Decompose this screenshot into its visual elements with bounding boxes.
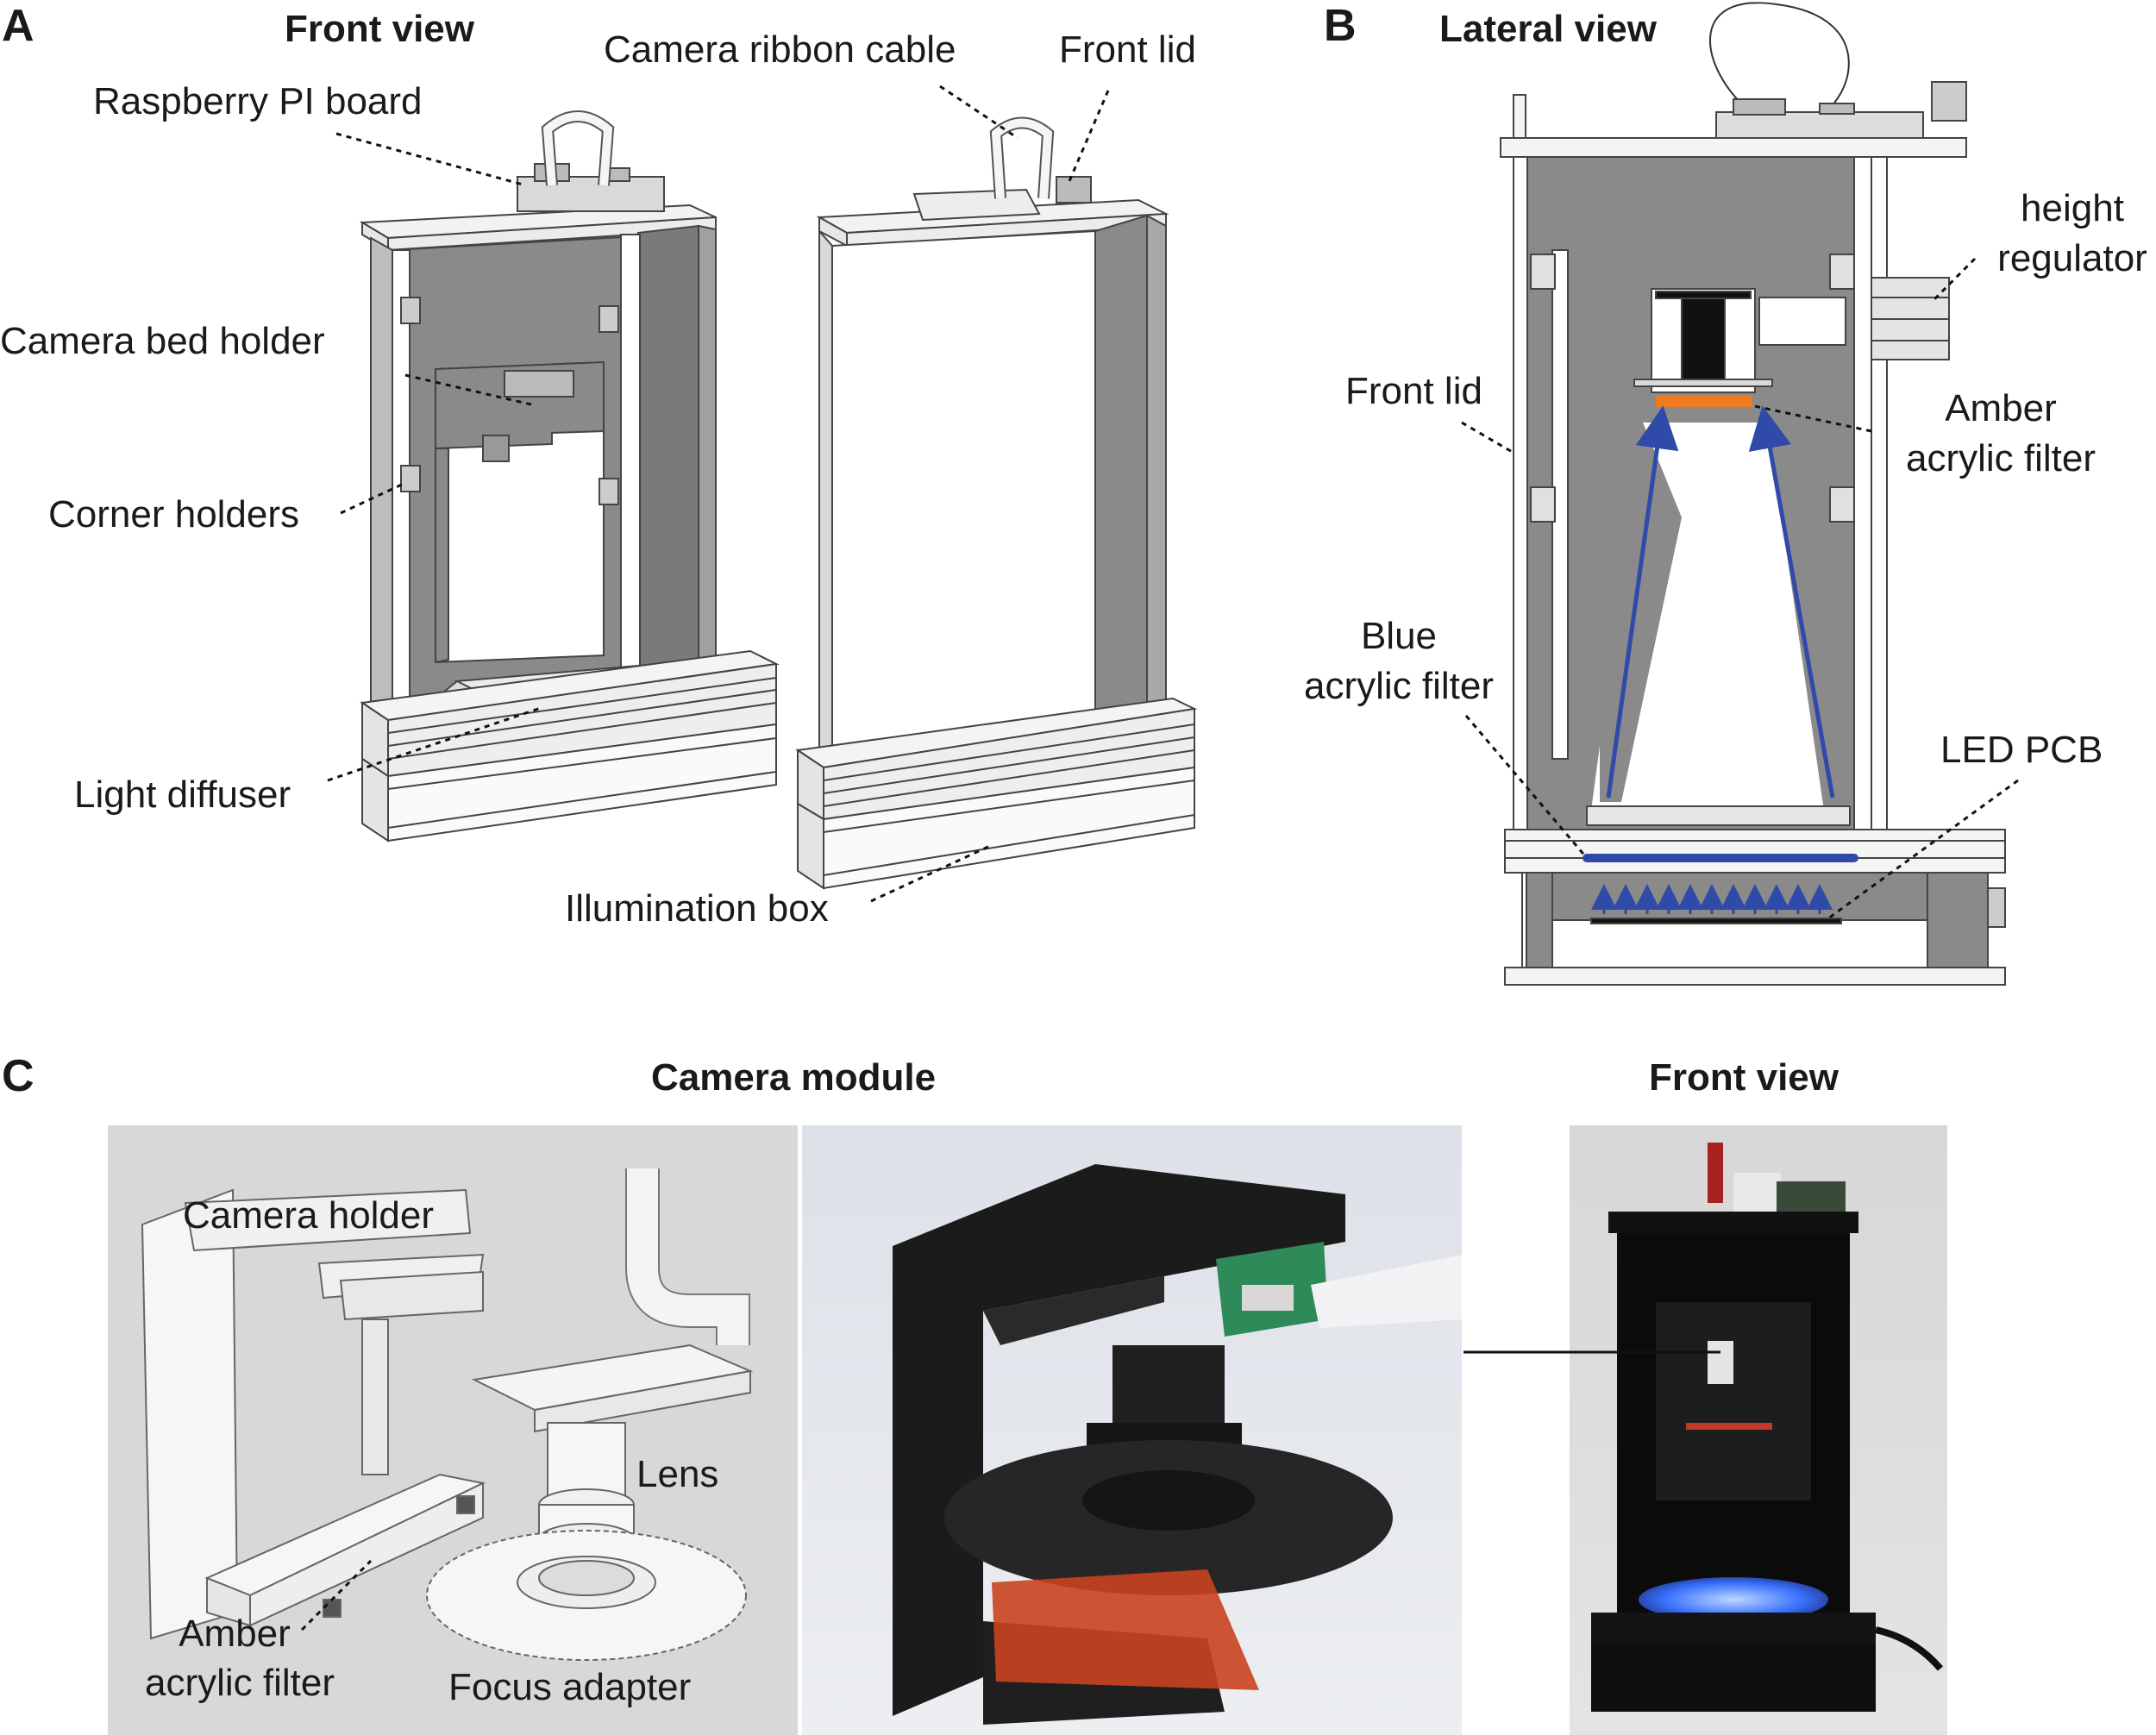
front-view-photo [1591, 1143, 1944, 1712]
lateral-view-drawing [1500, 2, 2006, 986]
camera-module-photo [893, 1164, 1462, 1725]
label-illumination-box: Illumination box [565, 887, 829, 930]
panel-label-b: B [1324, 1, 1357, 51]
label-raspberry-pi: Raspberry PI board [93, 80, 423, 122]
label-camera-bed-holder: Camera bed holder [0, 320, 325, 362]
label-amber-c: Amber [179, 1613, 291, 1655]
panel-label-a: A [2, 1, 34, 51]
heading-front-view-c: Front view [1648, 1056, 1839, 1099]
label-amber-b: Amber [1945, 387, 2057, 429]
box-closed-drawing [795, 116, 1198, 890]
leader-lines-b [1461, 257, 2019, 920]
label-front-lid-a: Front lid [1059, 28, 1196, 71]
label-focus-adapter: Focus adapter [448, 1666, 692, 1708]
camera-holder-drawing [141, 1188, 486, 1640]
label-front-lid-b: Front lid [1345, 370, 1482, 412]
label-height: height [2021, 187, 2124, 229]
box-open-drawing [359, 110, 780, 842]
heading-lateral-view: Lateral view [1439, 8, 1657, 50]
led-arrows [1591, 884, 1833, 914]
label-acrylic-filter-blue: acrylic filter [1303, 665, 1495, 707]
light-rays [1606, 405, 1835, 799]
leader-lines-a [327, 85, 1110, 903]
label-ribbon-cable: Camera ribbon cable [604, 28, 956, 71]
heading-front-view-a: Front view [284, 8, 475, 50]
panel-label-c: C [2, 1051, 34, 1101]
heading-camera-module: Camera module [650, 1056, 937, 1099]
label-blue: Blue [1360, 615, 1438, 657]
label-light-diffuser: Light diffuser [74, 774, 291, 816]
label-lens: Lens [636, 1453, 719, 1495]
lens-and-adapter-drawing [426, 1168, 754, 1661]
label-acrylic-filter-amber-c: acrylic filter [144, 1662, 335, 1704]
label-regulator: regulator [1997, 237, 2147, 279]
label-acrylic-filter-amber-b: acrylic filter [1905, 437, 2096, 479]
label-camera-holder: Camera holder [183, 1194, 435, 1237]
label-led-pcb: LED PCB [1940, 729, 2103, 771]
label-corner-holders: Corner holders [48, 493, 300, 536]
